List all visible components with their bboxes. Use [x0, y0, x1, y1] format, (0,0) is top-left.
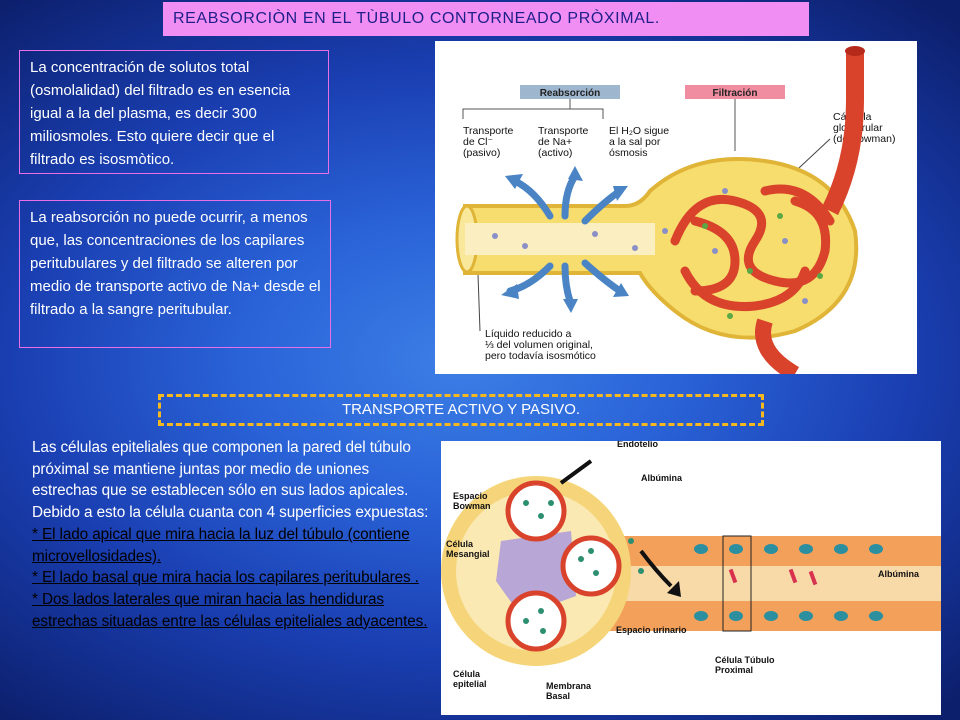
reabsorcion-bracket	[462, 108, 604, 119]
celula-mesangial-label-1: Célula	[446, 539, 474, 549]
espacio-urinario-label: Espacio urinario	[616, 625, 687, 635]
membrana-label-2: Basal	[546, 691, 570, 701]
renal-corpuscle-diagram: Endotelio Albúmina Espacio Bowman Célula…	[441, 439, 941, 715]
na-label-2: de Na+	[538, 136, 572, 148]
na-label-1: Transporte	[538, 125, 589, 137]
mesangial-region	[496, 531, 576, 616]
figure2-labels: Endotelio Albúmina Espacio Bowman Célula…	[446, 439, 920, 701]
membrana-label-1: Membrana	[546, 681, 592, 691]
transport-labels: Transporte de Cl⁻ (pasivo) Transporte de…	[463, 111, 895, 362]
arteriole-opening	[845, 46, 865, 56]
celula-tubulo-label-1: Célula Túbulo	[715, 655, 775, 665]
green-dots	[702, 213, 823, 319]
body-item-lateral: * Dos lados laterales que miran hacia la…	[32, 590, 428, 630]
arrow-heads	[501, 166, 629, 313]
capillary-dots	[523, 500, 644, 634]
celula-epitelial-label-1: Célula	[453, 669, 481, 679]
espacio-bowman-label-1: Espacio	[453, 491, 488, 501]
h2o-label-3: ósmosis	[609, 147, 648, 159]
reabsorcion-label-bg	[520, 85, 620, 99]
espacio-bowman-label-2: Bowman	[453, 501, 491, 511]
body-item-apical: * El lado apical que mira hacia la luz d…	[32, 525, 410, 565]
body-item-basal: * El lado basal que mira hacia los capil…	[32, 569, 419, 587]
liquido-label-1: Líquido reducido a	[485, 328, 572, 340]
epithelial-cells-text: Las células epiteliales que componen la …	[32, 437, 432, 632]
cl-label-3: (pasivo)	[463, 147, 500, 159]
filtration-arrow-head	[667, 581, 681, 597]
reabsorption-diagram: Reabsorción Filtración Transporte de Cl⁻…	[435, 41, 917, 381]
renal-corpuscle-svg: Endotelio Albúmina Espacio Bowman Célula…	[441, 439, 941, 701]
reabsorption-text-box: La reabsorción no puede ocurrir, a menos…	[19, 200, 331, 348]
celula-mesangial-label-2: Mesangial	[446, 549, 490, 559]
reabsorption-diagram-svg: Reabsorción Filtración Transporte de Cl⁻…	[455, 46, 895, 381]
reabsorcion-label: Reabsorción	[540, 88, 601, 99]
endotelio-label: Endotelio	[617, 441, 658, 449]
cl-label-2: de Cl⁻	[463, 136, 494, 148]
osmolality-text-box: La concentración de solutos total (osmol…	[19, 50, 329, 174]
celula-tubulo-label-2: Proximal	[715, 665, 753, 675]
section-subtitle: TRANSPORTE ACTIVO Y PASIVO.	[158, 394, 764, 426]
body-intro: Las células epiteliales que componen la …	[32, 439, 429, 522]
slide-title: REABSORCIÒN EN EL TÙBULO CONTORNEADO PRÒ…	[163, 2, 809, 36]
tubule-lumen	[465, 223, 655, 255]
filtracion-label-bg	[685, 85, 785, 99]
capillaries	[505, 480, 622, 652]
solute-dots	[492, 188, 808, 304]
celula-epitelial-label-2: epitelial	[453, 679, 487, 689]
capsula-label-3: (de Bowman)	[833, 133, 895, 145]
liquido-label-2: ⅓ del volumen original,	[485, 339, 593, 351]
tubule-capsule	[463, 157, 859, 340]
filtracion-label: Filtración	[712, 88, 757, 99]
albumin-marks	[728, 568, 818, 586]
efferent-arteriole	[755, 318, 800, 381]
albumina-top-label: Albúmina	[641, 473, 683, 483]
na-label-3: (activo)	[538, 147, 572, 159]
h2o-label-2: a la sal por	[609, 136, 661, 148]
filtration-arrow	[639, 549, 673, 588]
afferent-arteriole	[821, 51, 864, 216]
tubule-nuclei	[694, 544, 883, 621]
highlighted-cell-box	[722, 535, 752, 632]
cl-label-1: Transporte	[463, 125, 514, 137]
glomerulus	[670, 184, 835, 312]
liquido-label-3: pero todavía isosmótico	[485, 350, 596, 362]
h2o-label-1: El H₂O sigue	[609, 125, 669, 137]
endotelio-arrow	[559, 459, 593, 485]
albumina-right-label: Albúmina	[878, 569, 920, 579]
